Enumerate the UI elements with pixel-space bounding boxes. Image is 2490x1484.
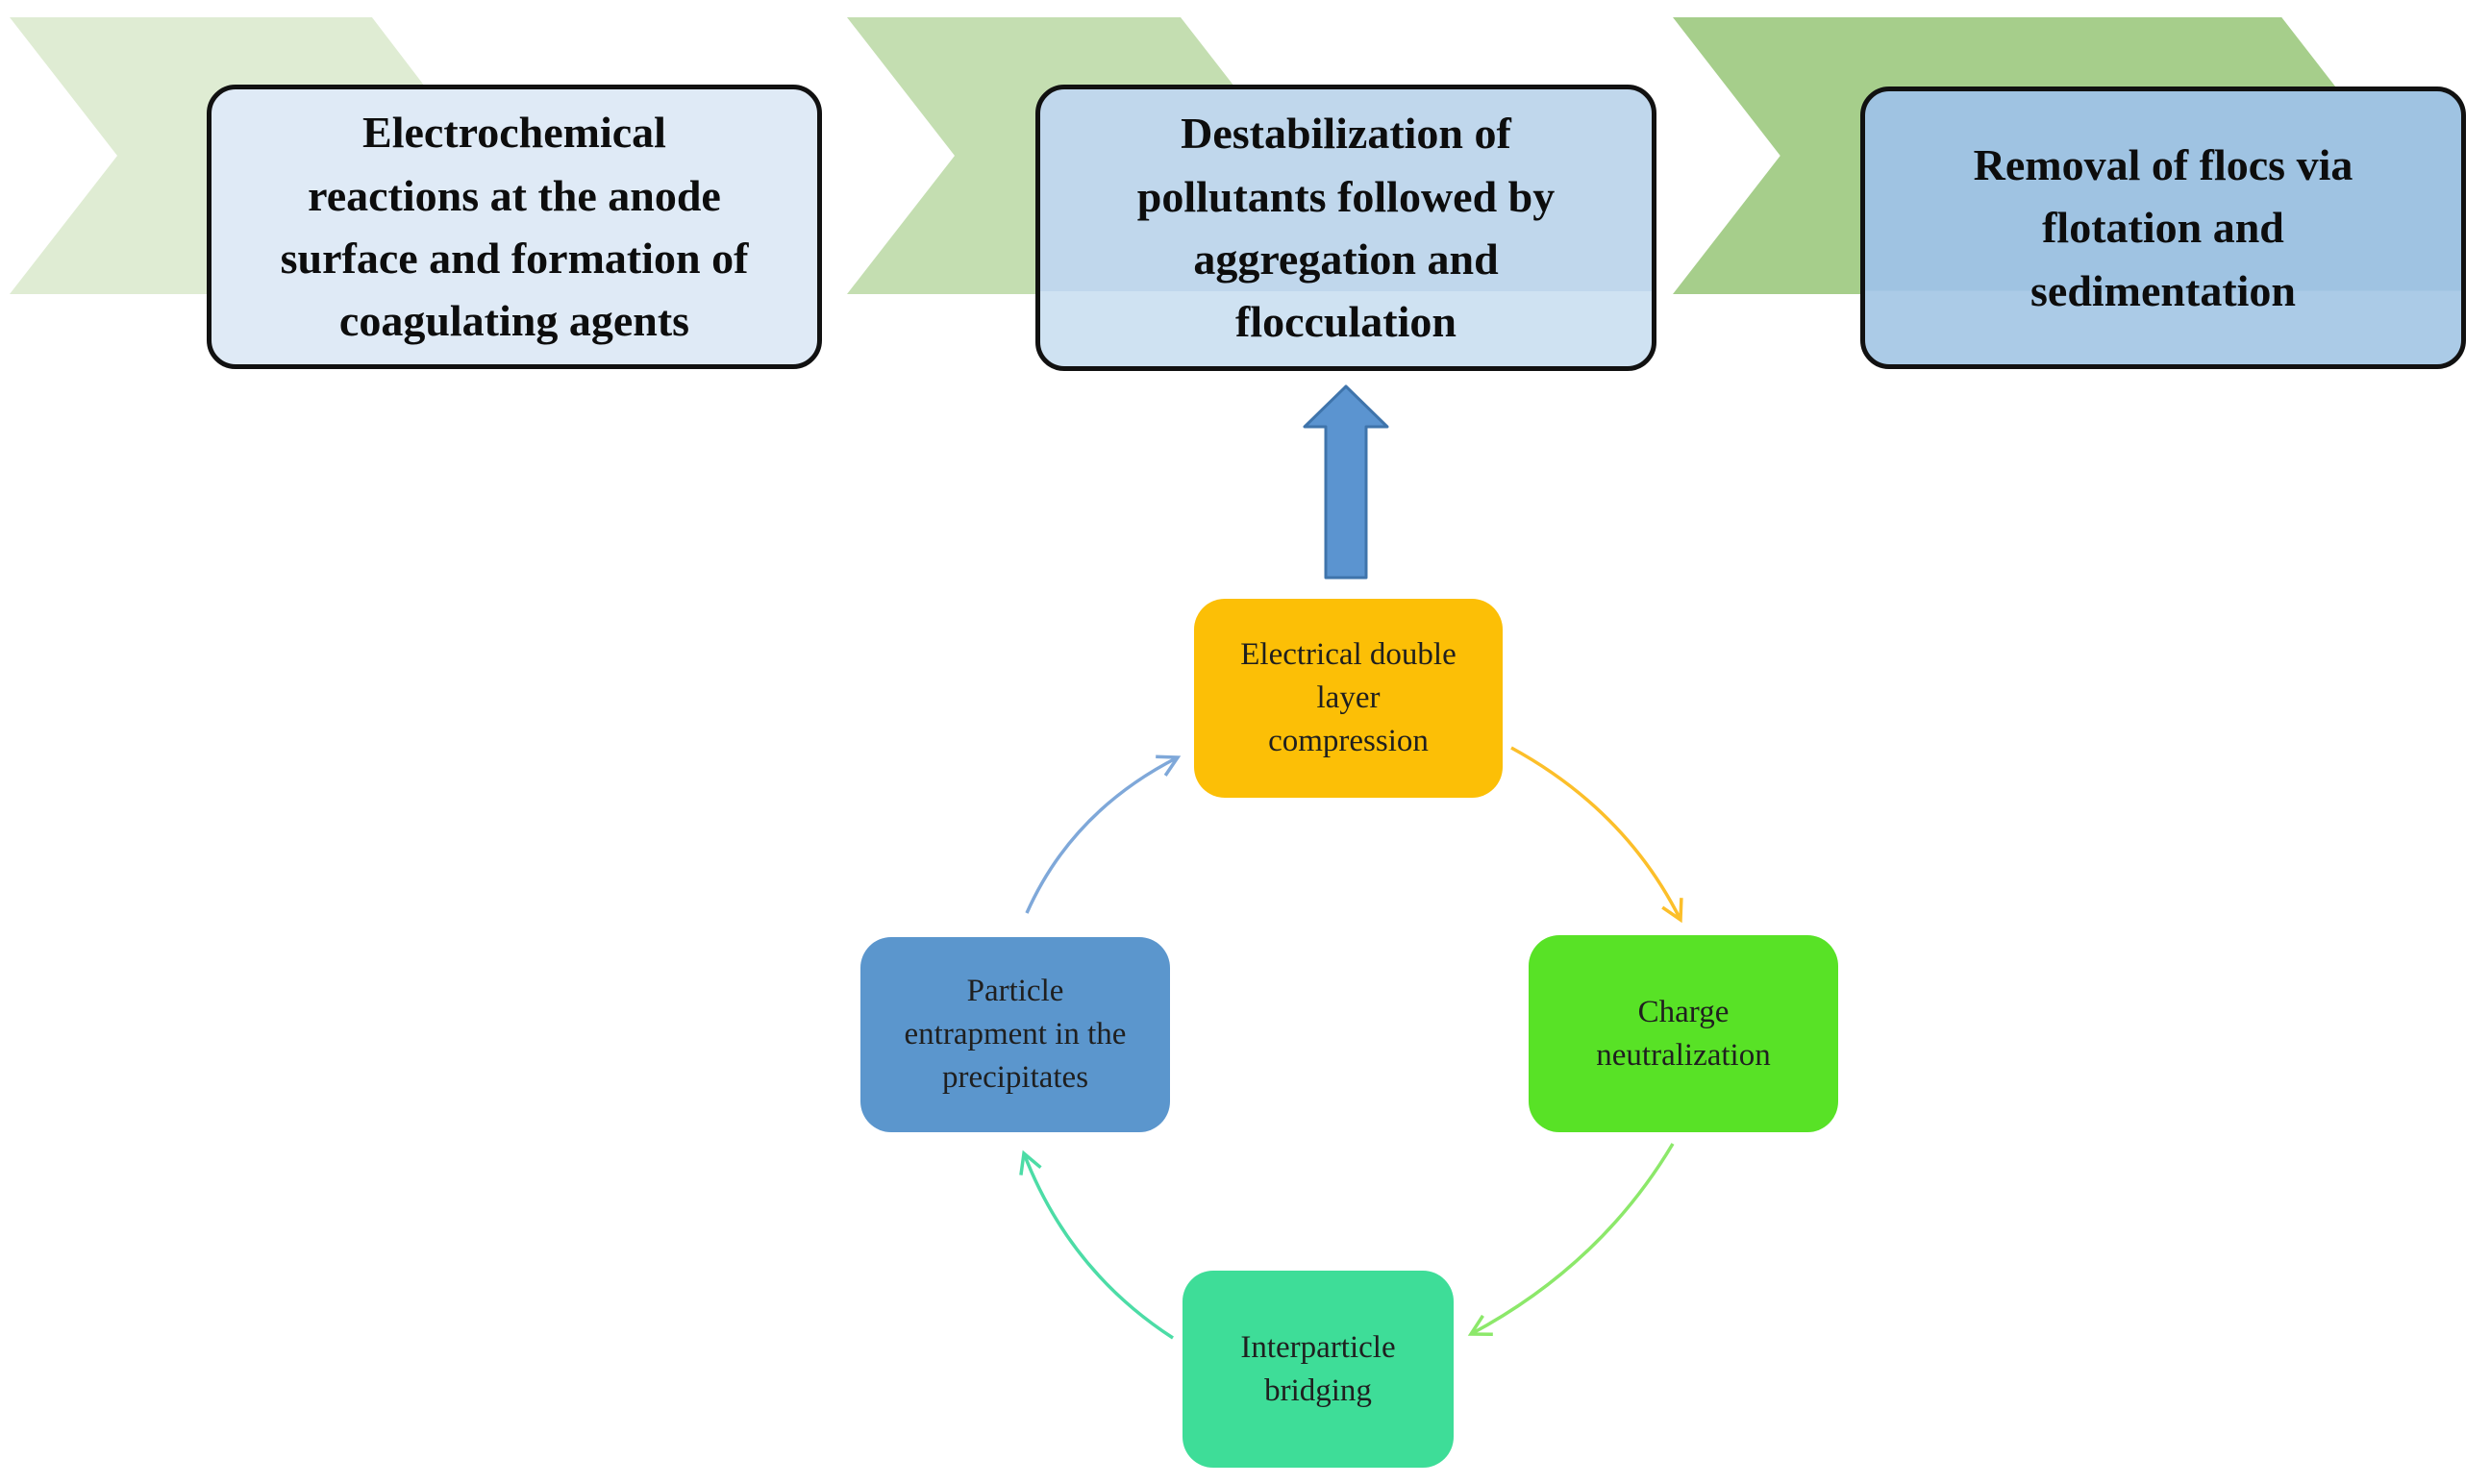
cycle-box-charge-neutralization: Charge neutralization xyxy=(1529,935,1838,1132)
cycle-label: Electrical double layer compression xyxy=(1240,637,1457,758)
up-block-arrow-icon xyxy=(1303,384,1389,580)
step-label: Removal of flocs via flotation and sedim… xyxy=(1973,140,2353,315)
cycle-box-electrical-double-layer: Electrical double layer compression xyxy=(1194,599,1503,798)
cycle-arrow-left-to-top-icon xyxy=(1025,754,1182,914)
step-box-removal-of-flocs: Removal of flocs via flotation and sedim… xyxy=(1860,87,2466,369)
step-label: Electrochemical reactions at the anode s… xyxy=(280,108,749,346)
cycle-box-interparticle-bridging: Interparticle bridging xyxy=(1183,1271,1454,1468)
cycle-label: Charge neutralization xyxy=(1596,994,1771,1073)
cycle-arrow-right-to-bottom-icon xyxy=(1467,1143,1675,1337)
cycle-arrow-top-to-right-icon xyxy=(1510,746,1683,924)
step-box-electrochemical-reactions: Electrochemical reactions at the anode s… xyxy=(207,85,822,369)
step-label: Destabilization of pollutants followed b… xyxy=(1136,109,1556,347)
cycle-label: Interparticle bridging xyxy=(1240,1329,1396,1408)
step-box-destabilization: Destabilization of pollutants followed b… xyxy=(1035,85,1656,371)
cycle-label: Particle entrapment in the precipitates xyxy=(904,974,1127,1095)
cycle-arrow-bottom-to-left-icon xyxy=(1019,1150,1174,1340)
cycle-box-particle-entrapment: Particle entrapment in the precipitates xyxy=(860,937,1170,1132)
